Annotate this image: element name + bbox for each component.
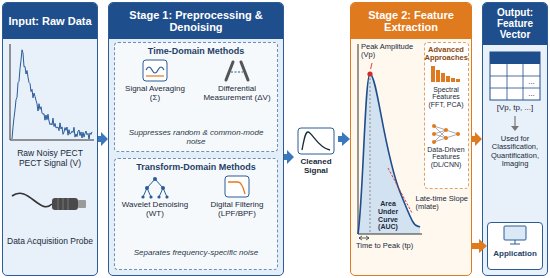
monitor-icon	[504, 226, 526, 240]
probe-coil	[58, 198, 68, 210]
node-note: Area Under Curve (AUC)	[373, 200, 403, 231]
node-note: Suppresses random & common-mode noise	[119, 129, 273, 147]
method-group: Transform-Domain MethodsSeparates freque…	[114, 158, 278, 270]
signal-axes	[10, 44, 94, 140]
node-note: Raw Noisy PECT PECT Signal (V)	[6, 149, 94, 168]
approach-group: Advanced ApproachesSpectral Features (FF…	[424, 42, 469, 189]
panel-header: Input: Raw Data	[3, 3, 97, 39]
node-label: Spectral Features (FFT, PCA)	[426, 86, 467, 109]
panel-header: Output: Feature Vector	[483, 3, 547, 45]
time-arrow	[359, 236, 369, 240]
slope-line	[388, 168, 412, 213]
clean-curve	[358, 74, 420, 234]
cleaned-curve	[302, 132, 330, 150]
node-note: Time to Peak (tp)	[356, 242, 426, 250]
noisy-signal	[12, 50, 92, 139]
table-cell-text: ...	[523, 76, 540, 88]
spectrum-bars	[431, 66, 460, 82]
node-label: Application	[488, 250, 542, 259]
flow-arrow	[284, 150, 294, 164]
peak-dot	[367, 71, 372, 76]
node-label: Cleaned Signal	[294, 158, 338, 176]
network-nodes	[432, 124, 460, 144]
node-note: Late-time Slope (mlate)	[416, 195, 470, 212]
method-item: Differential Measurement (ΔV)	[200, 60, 274, 110]
probe-cable	[12, 193, 52, 206]
wavelet-dots	[141, 177, 168, 199]
wavelet-tree	[143, 179, 167, 197]
filter-curve	[228, 182, 245, 194]
averaging-icon	[143, 60, 167, 81]
flow-arrow	[472, 132, 482, 146]
flow-arrow	[338, 132, 350, 146]
node-label: Transform-Domain Methods	[115, 162, 277, 172]
probe-tip	[78, 200, 86, 208]
panel-header: Stage 1: Preprocessing & Denoising	[109, 3, 283, 39]
peak-leader	[371, 63, 372, 69]
feature-table	[490, 52, 540, 100]
panel-header: Stage 2: Feature Extraction	[351, 3, 471, 39]
node-label: Digital Filtering (LPF/BPF)	[200, 201, 274, 219]
area-fill	[358, 74, 420, 234]
differential-link	[231, 72, 243, 73]
flow-arrow	[472, 239, 487, 253]
input-panel: Input: Raw DataRaw Noisy PECT PECT Signa…	[2, 2, 98, 276]
averaging-mean	[146, 75, 164, 76]
node-label: Wavelet Denoising (WT)	[120, 201, 190, 219]
averaging-wave	[146, 67, 164, 73]
node-note: Used for Classification, Quantification,…	[484, 135, 546, 169]
probe-body	[52, 198, 78, 210]
flow-arrow	[98, 132, 108, 146]
down-arrow-head	[511, 126, 519, 131]
node-label: Signal Averaging (Σ)	[120, 85, 190, 103]
filter-icon	[225, 176, 249, 197]
table-header-row	[490, 52, 540, 64]
node-label: Data-Driven Features (DL/CNN)	[426, 146, 467, 169]
node-label: Time-Domain Methods	[115, 46, 277, 56]
method-group: Time-Domain MethodsSuppresses random & c…	[114, 42, 278, 152]
differential-probes	[226, 62, 248, 80]
table-grid	[490, 52, 540, 100]
node-label: Differential Measurement (ΔV)	[200, 85, 274, 103]
node-label: Advanced Approaches	[425, 46, 468, 63]
stage-panel: Stage 1: Preprocessing & DenoisingTime-D…	[108, 2, 284, 276]
chart-axes	[358, 44, 422, 234]
method-item: Wavelet Denoising (WT)	[120, 176, 190, 226]
node-note: Peak Amplitude (Vp)	[361, 43, 421, 60]
network-links	[434, 126, 458, 142]
peak-drop-line	[370, 78, 371, 232]
table-cell-text: ...	[523, 88, 540, 100]
node-note: Separates frequency-specific noise	[119, 249, 273, 258]
down-arrow-shaft	[514, 116, 515, 127]
node-note: [Vp, tp, ...]	[483, 104, 547, 113]
monitor-stand	[510, 240, 520, 244]
cleaned-icon	[298, 128, 334, 154]
node-note: Data Acquisition Probe	[6, 237, 94, 247]
